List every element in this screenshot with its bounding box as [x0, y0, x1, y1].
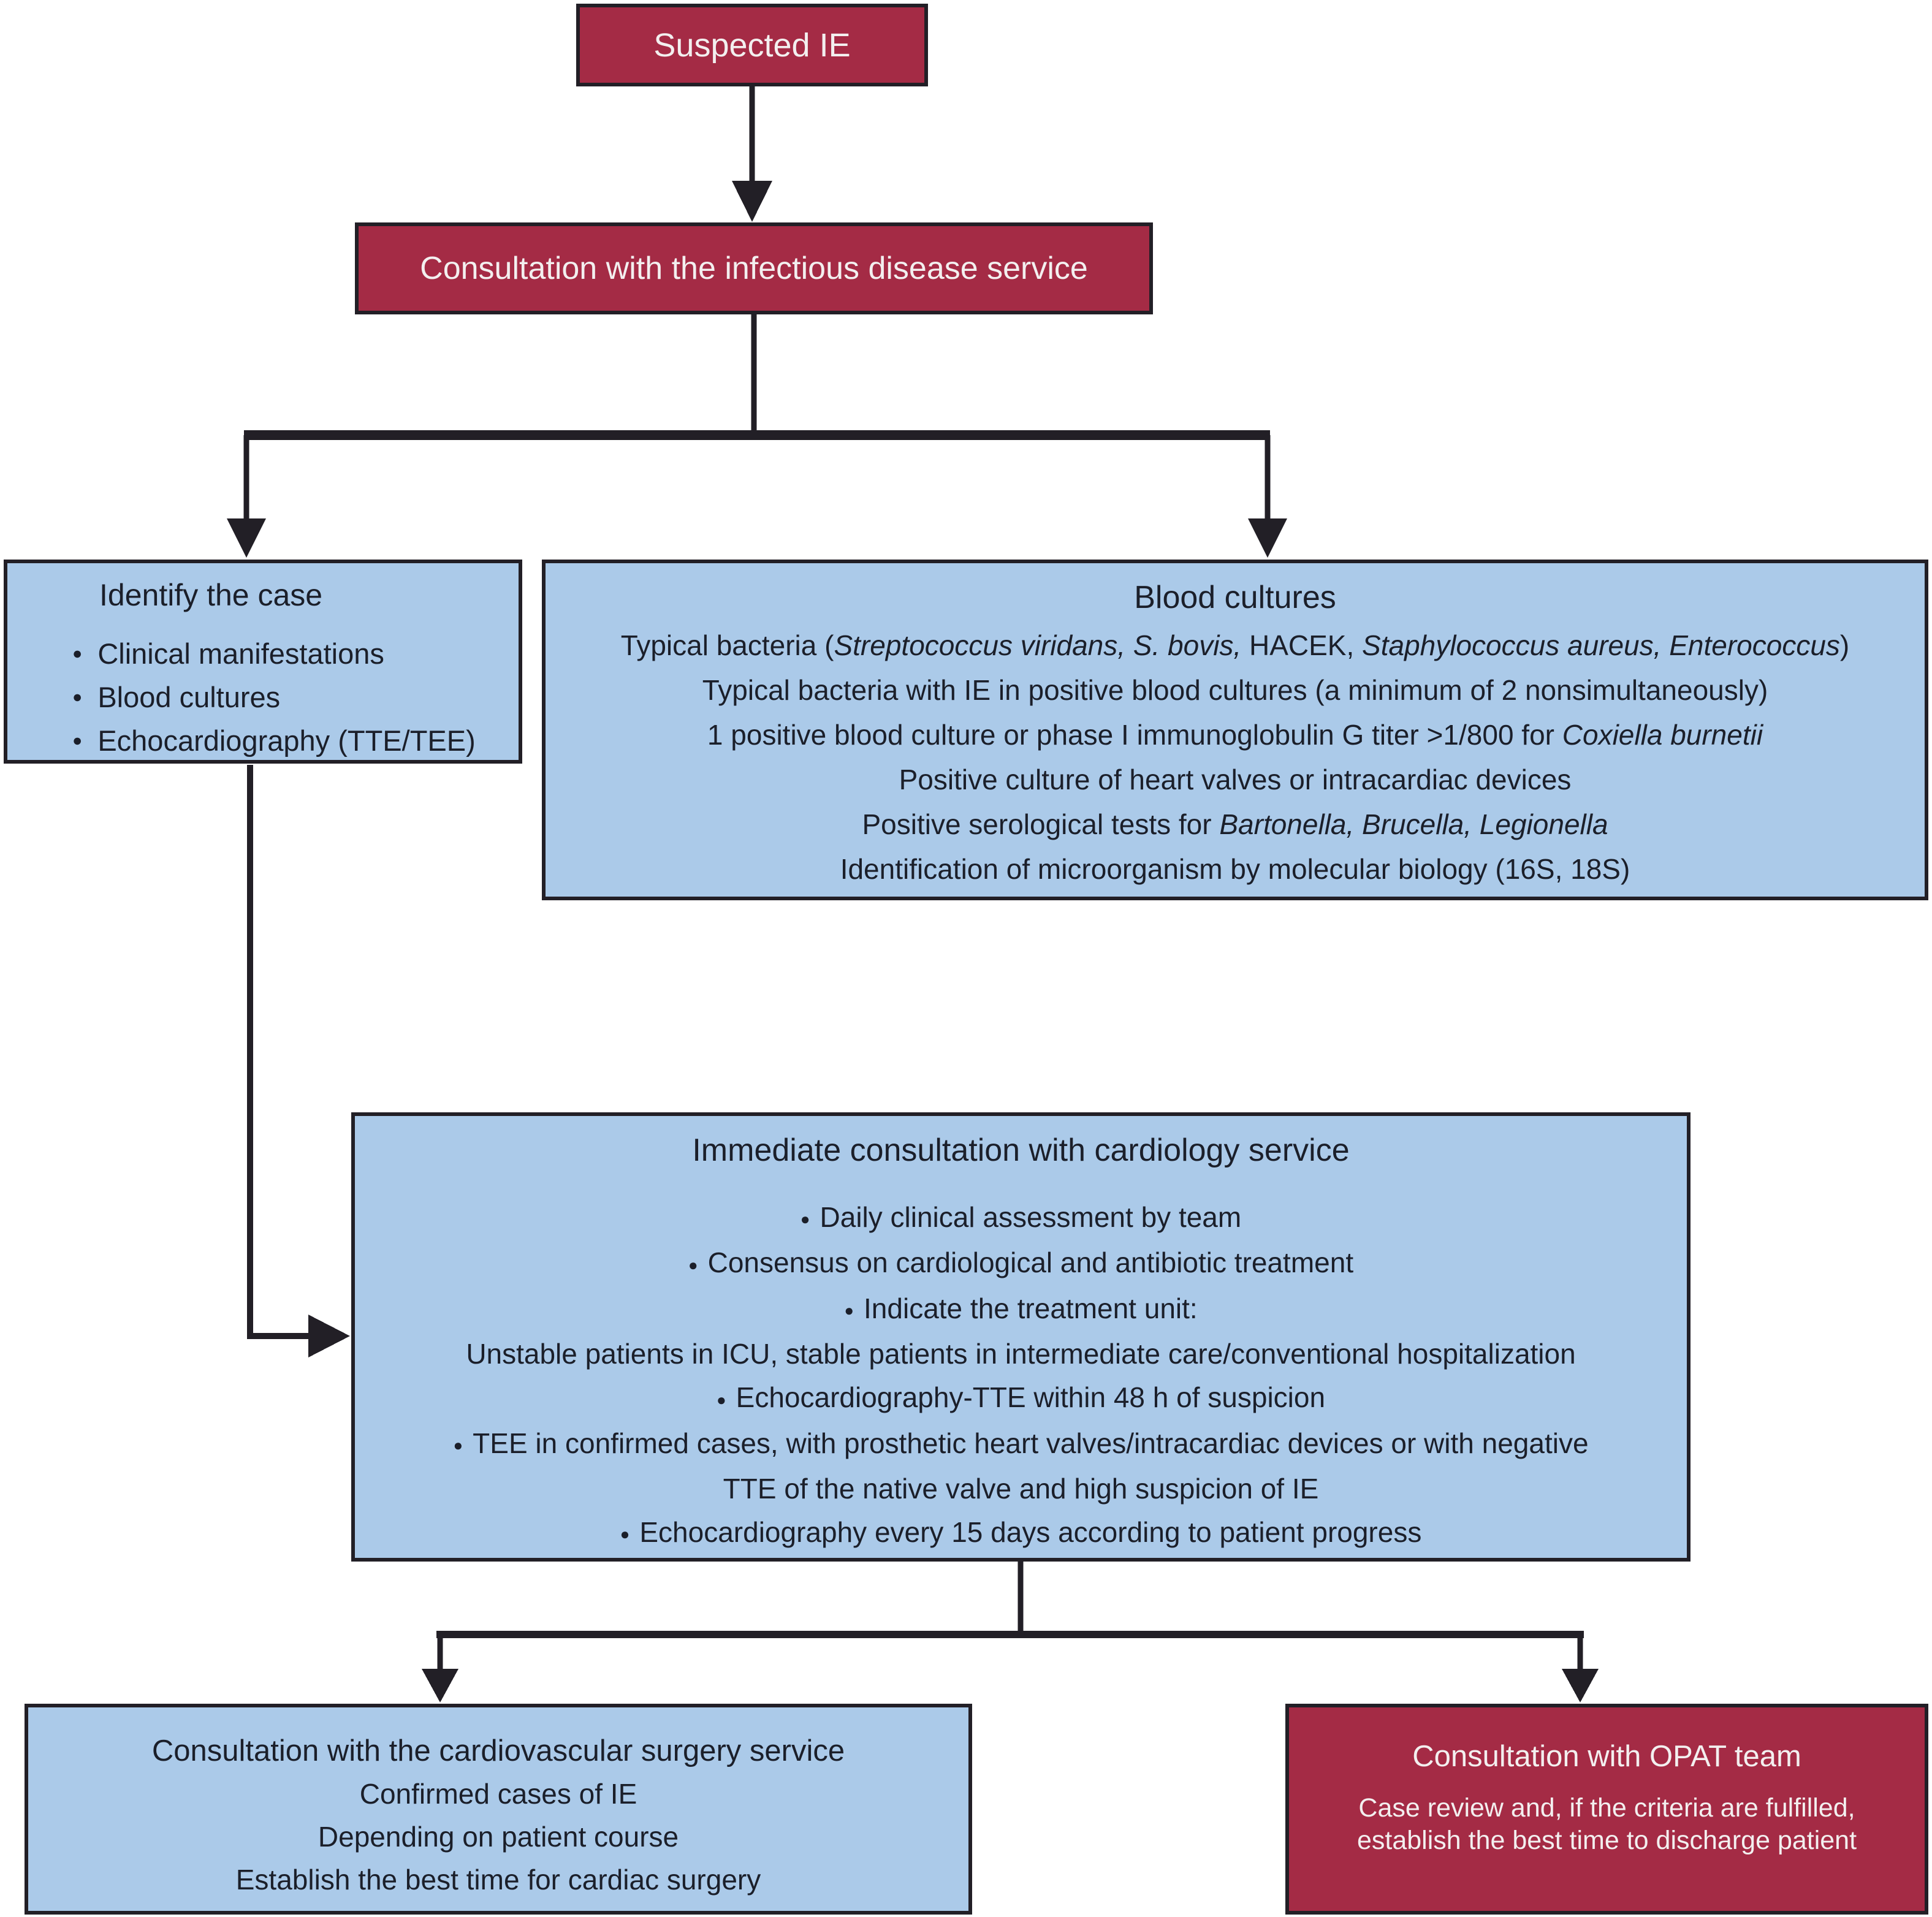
identify-bullet-item: ● Clinical manifestations — [72, 632, 519, 675]
bullet-icon: ● — [72, 644, 83, 662]
identify-bullet-item: ● Blood cultures — [72, 675, 519, 719]
italic-text-segment: Streptococcus viridans, S. bovis, — [834, 629, 1242, 661]
blood-cultures-line: Identification of microorganism by molec… — [546, 847, 1925, 892]
bullet-icon: ● — [688, 1255, 698, 1274]
blood-cultures-lines: Typical bacteria (Streptococcus viridans… — [546, 623, 1925, 892]
cardiology-line: ● Echocardiography every 15 days accordin… — [355, 1511, 1687, 1556]
arrowhead-down-bloodcultures — [1248, 518, 1287, 558]
text-segment: Typical bacteria with IE in positive blo… — [702, 674, 1768, 706]
cardiology-line: ● Echocardiography-TTE within 48 h of sus… — [355, 1376, 1687, 1421]
line-text: Blood cultures — [97, 681, 281, 713]
box-blood-cultures: Blood cultures Typical bacteria (Strepto… — [542, 560, 1928, 900]
box-suspected-ie: Suspected IE — [576, 4, 928, 86]
identify-title: Identify the case — [99, 578, 323, 612]
infectious-disease-title: Consultation with the infectious disease… — [420, 251, 1088, 286]
opat-line: Case review and, if the criteria are ful… — [1358, 1793, 1855, 1823]
cardiology-line: Unstable patients in ICU, stable patient… — [355, 1332, 1687, 1376]
surgery-line: Depending on patient course — [318, 1821, 679, 1853]
box-cardiology-consultation: Immediate consultation with cardiology s… — [351, 1112, 1690, 1562]
cardiology-line: TTE of the native valve and high suspici… — [355, 1467, 1687, 1511]
text-segment: HACEK, — [1241, 629, 1363, 661]
text-segment: 1 positive blood culture or phase I immu… — [707, 719, 1562, 751]
text-segment: ) — [1839, 629, 1850, 661]
surgery-line: Establish the best time for cardiac surg… — [235, 1864, 761, 1896]
box-cardiovascular-surgery-consultation: Consultation with the cardiovascular sur… — [25, 1704, 972, 1915]
opat-title: Consultation with OPAT team — [1412, 1740, 1801, 1773]
blood-cultures-line: Typical bacteria (Streptococcus viridans… — [546, 623, 1925, 668]
text-segment: Typical bacteria ( — [620, 629, 834, 661]
line-text: TTE of the native valve and high suspici… — [723, 1472, 1319, 1505]
bullet-icon: ● — [453, 1435, 463, 1454]
blood-cultures-line: Typical bacteria with IE in positive blo… — [546, 668, 1925, 713]
box-opat-consultation: Consultation with OPAT team Case review … — [1285, 1704, 1928, 1915]
identify-bullet-item: ● Echocardiography (TTE/TEE) — [72, 719, 519, 762]
bullet-icon: ● — [800, 1210, 810, 1229]
blood-cultures-line: 1 positive blood culture or phase I immu… — [546, 713, 1925, 757]
text-segment: Identification of microorganism by molec… — [840, 853, 1630, 885]
connector-identify-to-cardiology — [247, 765, 310, 1339]
cardiology-lines: ● Daily clinical assessment by team ● Conse… — [355, 1196, 1687, 1556]
box-infectious-disease-consultation: Consultation with the infectious disease… — [355, 222, 1153, 314]
identify-bullet-list: ●Clinical manifestations●Blood cultures●… — [72, 632, 519, 762]
arrowhead-down-identify — [227, 518, 266, 558]
arrowhead-right-cardiology — [308, 1315, 350, 1357]
bullet-icon: ● — [716, 1390, 726, 1409]
blood-cultures-title: Blood cultures — [1134, 580, 1336, 615]
arrowhead-down-opat — [1562, 1669, 1599, 1703]
cardiology-line: ● TEE in confirmed cases, with prosthetic… — [355, 1422, 1687, 1467]
suspected-ie-title: Suspected IE — [653, 26, 851, 64]
line-text: Echocardiography-TTE within 48 h of susp… — [736, 1381, 1326, 1414]
cardiology-line: ● Daily clinical assessment by team — [355, 1196, 1687, 1241]
opat-lines: Case review and, if the criteria are ful… — [1289, 1792, 1925, 1857]
line-text: Consensus on cardiological and antibioti… — [707, 1247, 1354, 1279]
italic-text-segment: Staphylococcus aureus, Enterococcus — [1362, 629, 1840, 661]
text-segment: Positive serological tests for — [862, 808, 1220, 840]
box-identify-the-case: Identify the case ● Clinical manifestatio… — [4, 560, 522, 764]
line-text: Echocardiography every 15 days according… — [639, 1516, 1422, 1548]
text-segment: Positive culture of heart valves or intr… — [899, 764, 1572, 795]
bullet-icon: ● — [72, 688, 83, 706]
italic-text-segment: Bartonella, Brucella, Legionella — [1219, 808, 1608, 840]
blood-cultures-line: Positive serological tests for Bartonell… — [546, 802, 1925, 847]
bullet-icon: ● — [72, 731, 83, 750]
arrowhead-down-surgery — [422, 1669, 458, 1703]
surgery-lines: Confirmed cases of IE Depending on patien… — [28, 1772, 968, 1901]
cardiology-line: ● Consensus on cardiological and antibiot… — [355, 1241, 1687, 1286]
blood-cultures-line: Positive culture of heart valves or intr… — [546, 757, 1925, 802]
surgery-line: Confirmed cases of IE — [359, 1778, 637, 1810]
cardiology-line: ● Indicate the treatment unit: — [355, 1287, 1687, 1332]
arrowhead-down-infectious — [732, 181, 772, 222]
line-text: Indicate the treatment unit: — [864, 1292, 1198, 1324]
bullet-icon: ● — [844, 1301, 854, 1320]
line-text: Echocardiography (TTE/TEE) — [97, 724, 476, 757]
cardiology-title: Immediate consultation with cardiology s… — [692, 1133, 1350, 1168]
line-text: Unstable patients in ICU, stable patient… — [466, 1338, 1576, 1370]
surgery-title: Consultation with the cardiovascular sur… — [151, 1734, 845, 1767]
line-text: TEE in confirmed cases, with prosthetic … — [473, 1427, 1589, 1459]
italic-text-segment: Coxiella burnetii — [1562, 719, 1763, 751]
opat-line: establish the best time to discharge pat… — [1356, 1826, 1857, 1855]
line-text: Clinical manifestations — [97, 637, 384, 670]
line-text: Daily clinical assessment by team — [820, 1201, 1242, 1233]
bullet-icon: ● — [620, 1525, 630, 1544]
